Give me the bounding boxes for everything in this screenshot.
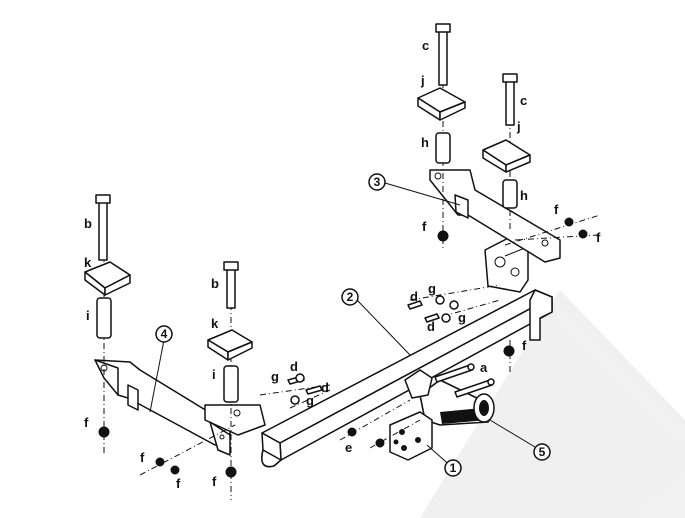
callout-4-text: 4 xyxy=(161,327,168,341)
label-d: d xyxy=(427,319,435,334)
nuts-f xyxy=(155,217,588,475)
bolts-d-washers-g xyxy=(287,295,459,405)
callout-1-text: 1 xyxy=(450,461,457,475)
towball-assembly xyxy=(389,369,495,461)
left-stack xyxy=(84,194,131,438)
right-stack-1 xyxy=(417,23,466,242)
label-c: c xyxy=(520,93,527,108)
label-b: b xyxy=(84,216,92,231)
watermark-shape-2 xyxy=(470,300,685,518)
label-a: a xyxy=(480,360,488,375)
callout-4: 4 xyxy=(155,325,173,343)
label-b: b xyxy=(211,276,219,291)
bolts-e xyxy=(339,399,421,449)
label-f: f xyxy=(522,338,527,353)
label-g: g xyxy=(306,393,314,408)
label-h: h xyxy=(520,188,528,203)
centre-left-stack xyxy=(207,261,253,478)
label-f: f xyxy=(140,450,145,465)
label-k: k xyxy=(211,316,219,331)
bolts-a xyxy=(434,363,495,398)
right-stack-2 xyxy=(482,73,531,209)
label-g: g xyxy=(458,310,466,325)
callout-5-text: 5 xyxy=(539,445,546,459)
callout-2: 2 xyxy=(341,288,359,306)
label-i: i xyxy=(212,367,216,382)
label-f: f xyxy=(176,476,181,491)
right-side-rail xyxy=(429,169,561,263)
label-g: g xyxy=(428,281,436,296)
label-i: i xyxy=(86,308,90,323)
left-side-rail xyxy=(94,359,266,456)
label-c: c xyxy=(422,38,429,53)
label-e: e xyxy=(345,440,352,455)
callout-1: 1 xyxy=(444,459,462,477)
label-d: d xyxy=(321,380,329,395)
callout-3-text: 3 xyxy=(374,175,381,189)
label-f: f xyxy=(554,202,559,217)
label-f: f xyxy=(84,415,89,430)
label-g: g xyxy=(271,369,279,384)
label-f: f xyxy=(596,230,601,245)
label-d: d xyxy=(410,289,418,304)
label-j: j xyxy=(420,73,425,88)
callout-3: 3 xyxy=(368,173,386,191)
callout-5: 5 xyxy=(533,443,551,461)
label-f: f xyxy=(422,219,427,234)
label-j: j xyxy=(516,119,521,134)
label-h: h xyxy=(421,135,429,150)
watermark-shape xyxy=(420,290,685,518)
label-f: f xyxy=(212,474,217,489)
callout-2-text: 2 xyxy=(347,290,354,304)
label-d: d xyxy=(290,359,298,374)
label-k: k xyxy=(84,255,92,270)
